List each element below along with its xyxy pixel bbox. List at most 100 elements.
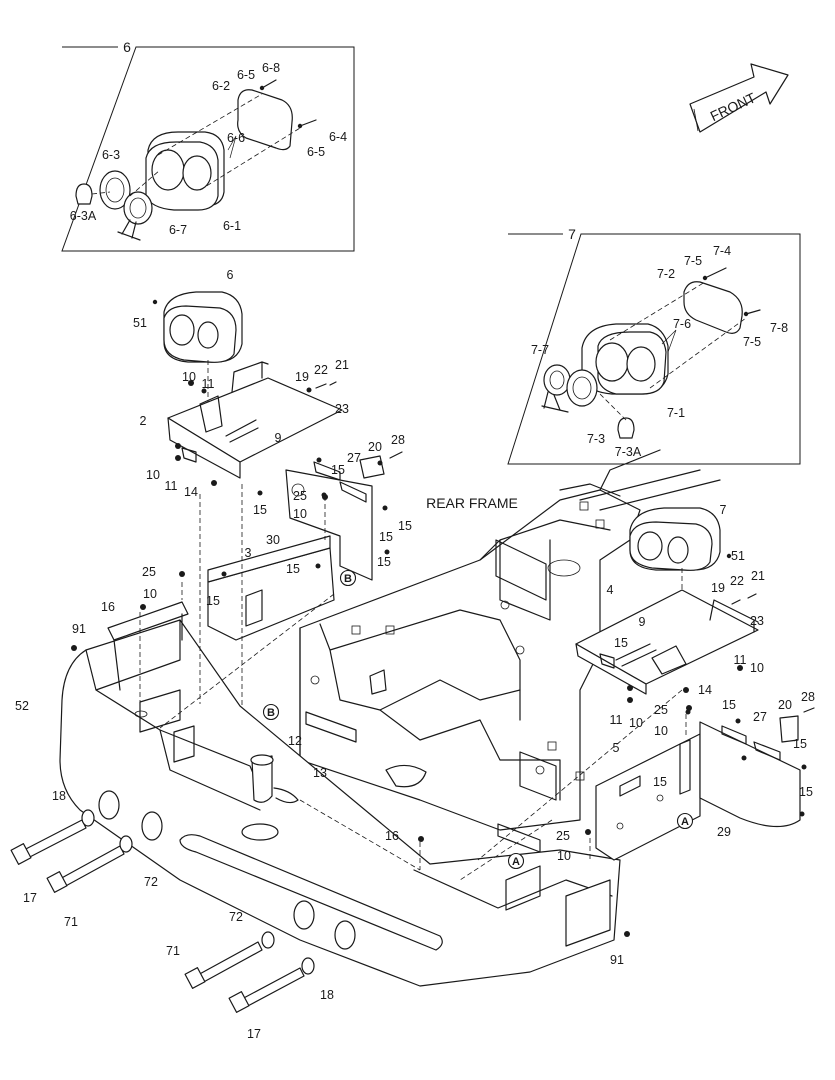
callout-label: 22 (730, 574, 744, 588)
callout-label: 15 (398, 519, 412, 533)
callout-label: 17 (247, 1027, 261, 1041)
callout-label: 5 (613, 741, 620, 755)
callout-label: 14 (698, 683, 712, 697)
callout-label: 19 (711, 581, 725, 595)
plate-3 (207, 490, 335, 641)
callout-label: 16 (385, 829, 399, 843)
callout-label: 15 (379, 530, 393, 544)
callout-label: 6-5 (307, 145, 325, 159)
rear-frame-title: REAR FRAME (426, 495, 518, 511)
callout-label: 7-7 (531, 343, 549, 357)
callout-label: 29 (717, 825, 731, 839)
marker-letter: A (681, 816, 689, 828)
callout-label: 6-5 (237, 68, 255, 82)
callout-label: 23 (335, 402, 349, 416)
callout-label: 25 (556, 829, 570, 843)
lamp-bracket-right (575, 589, 759, 703)
assembly-lines (139, 484, 687, 881)
callout-label: 27 (753, 710, 767, 724)
callout-label: 28 (801, 690, 815, 704)
callout-label: 72 (144, 875, 158, 889)
callout-label: 2 (140, 414, 147, 428)
callout-label: 51 (133, 316, 147, 330)
callout-label: 11 (610, 713, 623, 727)
callout-label: 7-4 (713, 244, 731, 258)
reference-marker: B (262, 703, 280, 721)
callout-label: 6-8 (262, 61, 280, 75)
callout-label: 7-6 (673, 317, 691, 331)
callout-label: 30 (266, 533, 280, 547)
callout-label: 72 (229, 910, 243, 924)
lamp-bracket-left (167, 361, 343, 486)
callout-label: 22 (314, 363, 328, 377)
callout-label: 20 (778, 698, 792, 712)
callout-label: 15 (253, 503, 267, 517)
callout-label: 6-7 (169, 223, 187, 237)
callout-label: 21 (335, 358, 349, 372)
callout-label: 7 (720, 503, 727, 517)
callout-label: 7-3 (587, 432, 605, 446)
callout-label: 7-2 (657, 267, 675, 281)
callout-label: 91 (72, 622, 86, 636)
rear-lamp-left (152, 291, 243, 420)
callout-label: 3 (245, 546, 252, 560)
callout-label: 13 (313, 766, 327, 780)
detail-box-6-label: 6 (123, 39, 131, 55)
marker-circle (507, 852, 525, 870)
callout-label: 25 (293, 489, 307, 503)
callout-label: 71 (64, 915, 78, 929)
rear-lamp-right (629, 507, 732, 640)
callout-label: 6-6 (227, 131, 245, 145)
callout-label: 15 (799, 785, 813, 799)
marker-circle (262, 703, 280, 721)
callout-label: 15 (377, 555, 391, 569)
marker-circle (339, 569, 357, 587)
callout-label: 6-1 (223, 219, 241, 233)
callout-label: 10 (143, 587, 157, 601)
bracket-29 (699, 707, 815, 828)
callout-label: 20 (368, 440, 382, 454)
callout-label: 15 (286, 562, 300, 576)
callout-label: 15 (653, 775, 667, 789)
marker-letter: B (344, 573, 352, 585)
callout-label: 6-4 (329, 130, 347, 144)
detail-box-7-label: 7 (568, 226, 576, 242)
callout-label: 7-5 (743, 335, 761, 349)
callout-labels: 6-8 6-5 6-2 6-6 6-4 6-5 6-3 6-3A 6-7 6-1 7-4 7-5 7-2… (15, 61, 815, 1041)
callout-label: 15 (722, 698, 736, 712)
callout-label: 9 (275, 431, 282, 445)
detail-box-7: 7 (507, 226, 801, 465)
callout-label: 25 (654, 703, 668, 717)
callout-label: 91 (610, 953, 624, 967)
reference-marker: B (339, 569, 357, 587)
counterweight-52 (59, 601, 630, 987)
reference-marker: A (676, 812, 694, 830)
callout-label: 6-3A (70, 209, 97, 223)
callout-label: 16 (101, 600, 115, 614)
marker-circle (676, 812, 694, 830)
callout-label: 15 (614, 636, 628, 650)
callout-label: 10 (629, 716, 643, 730)
callout-label: 18 (320, 988, 334, 1002)
callout-label: 18 (52, 789, 66, 803)
callout-label: 14 (184, 485, 198, 499)
callout-label: 10 (182, 370, 196, 384)
callout-label: 28 (391, 433, 405, 447)
bolt-set (10, 809, 315, 1013)
callout-label: 51 (731, 549, 745, 563)
callout-label: 6-3 (102, 148, 120, 162)
callout-label: 11 (202, 377, 215, 391)
callout-label: 23 (750, 614, 764, 628)
callout-label: 6-2 (212, 79, 230, 93)
fuel-cap-12 (250, 754, 299, 804)
callout-label: 52 (15, 699, 29, 713)
callout-label: 15 (331, 463, 345, 477)
callout-label: 4 (607, 583, 614, 597)
callout-label: 9 (639, 615, 646, 629)
callout-label: 71 (166, 944, 180, 958)
callout-label: 7-8 (770, 321, 788, 335)
callout-label: 10 (146, 468, 160, 482)
